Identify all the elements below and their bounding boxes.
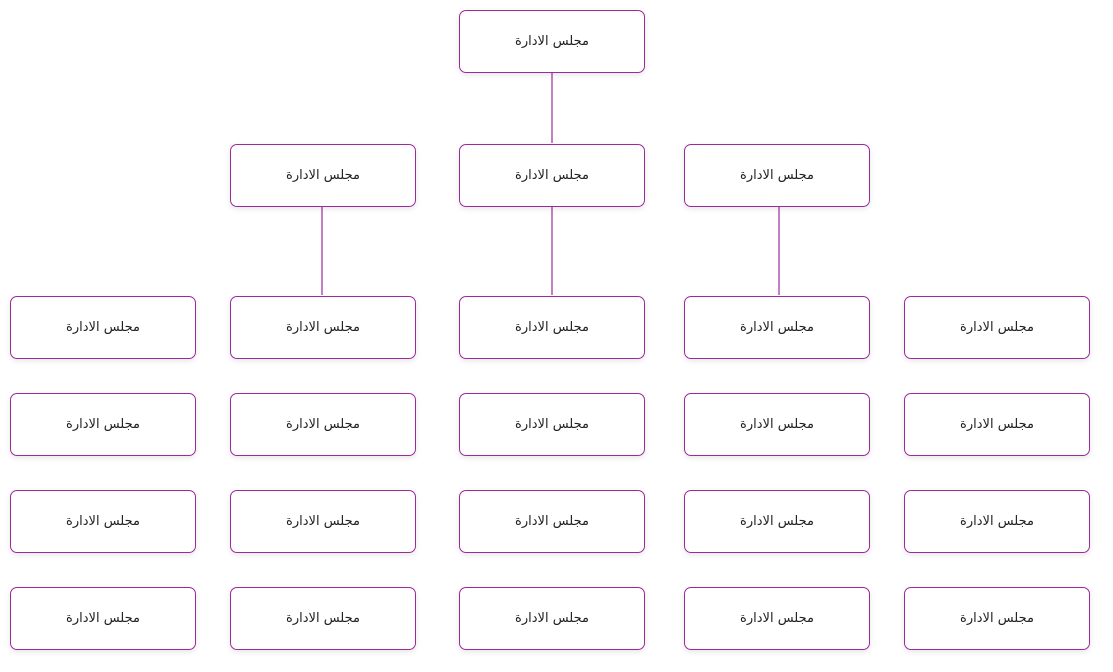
node-label: مجلس الادارة: [286, 417, 360, 432]
node-label: مجلس الادارة: [960, 611, 1034, 626]
node-label: مجلس الادارة: [66, 514, 140, 529]
node-grid-r1-c1: مجلس الادارة: [10, 296, 196, 359]
node-grid-r4-c4: مجلس الادارة: [684, 587, 870, 650]
node-label: مجلس الادارة: [740, 320, 814, 335]
node-grid-r1-c5: مجلس الادارة: [904, 296, 1090, 359]
node-level2-center: مجلس الادارة: [459, 144, 645, 207]
node-label: مجلس الادارة: [286, 168, 360, 183]
node-grid-r3-c4: مجلس الادارة: [684, 490, 870, 553]
node-grid-r4-c5: مجلس الادارة: [904, 587, 1090, 650]
node-label: مجلس الادارة: [286, 320, 360, 335]
node-grid-r3-c2: مجلس الادارة: [230, 490, 416, 553]
node-grid-r2-c1: مجلس الادارة: [10, 393, 196, 456]
node-label: مجلس الادارة: [960, 514, 1034, 529]
node-label: مجلس الادارة: [515, 34, 589, 49]
node-label: مجلس الادارة: [66, 417, 140, 432]
node-label: مجلس الادارة: [515, 514, 589, 529]
node-label: مجلس الادارة: [515, 320, 589, 335]
node-grid-r4-c1: مجلس الادارة: [10, 587, 196, 650]
node-grid-r3-c3: مجلس الادارة: [459, 490, 645, 553]
node-grid-r3-c5: مجلس الادارة: [904, 490, 1090, 553]
node-label: مجلس الادارة: [286, 514, 360, 529]
node-label: مجلس الادارة: [960, 417, 1034, 432]
node-label: مجلس الادارة: [960, 320, 1034, 335]
node-label: مجلس الادارة: [515, 611, 589, 626]
node-level2-right: مجلس الادارة: [684, 144, 870, 207]
node-grid-r3-c1: مجلس الادارة: [10, 490, 196, 553]
node-label: مجلس الادارة: [286, 611, 360, 626]
node-grid-r2-c4: مجلس الادارة: [684, 393, 870, 456]
node-label: مجلس الادارة: [740, 168, 814, 183]
node-grid-r1-c4: مجلس الادارة: [684, 296, 870, 359]
node-label: مجلس الادارة: [515, 168, 589, 183]
node-grid-r2-c3: مجلس الادارة: [459, 393, 645, 456]
node-label: مجلس الادارة: [740, 514, 814, 529]
node-root: مجلس الادارة: [459, 10, 645, 73]
node-grid-r4-c3: مجلس الادارة: [459, 587, 645, 650]
node-label: مجلس الادارة: [740, 611, 814, 626]
node-grid-r1-c2: مجلس الادارة: [230, 296, 416, 359]
node-label: مجلس الادارة: [740, 417, 814, 432]
node-label: مجلس الادارة: [66, 611, 140, 626]
node-grid-r4-c2: مجلس الادارة: [230, 587, 416, 650]
node-label: مجلس الادارة: [515, 417, 589, 432]
node-level2-left: مجلس الادارة: [230, 144, 416, 207]
node-grid-r1-c3: مجلس الادارة: [459, 296, 645, 359]
node-label: مجلس الادارة: [66, 320, 140, 335]
node-grid-r2-c5: مجلس الادارة: [904, 393, 1090, 456]
node-grid-r2-c2: مجلس الادارة: [230, 393, 416, 456]
